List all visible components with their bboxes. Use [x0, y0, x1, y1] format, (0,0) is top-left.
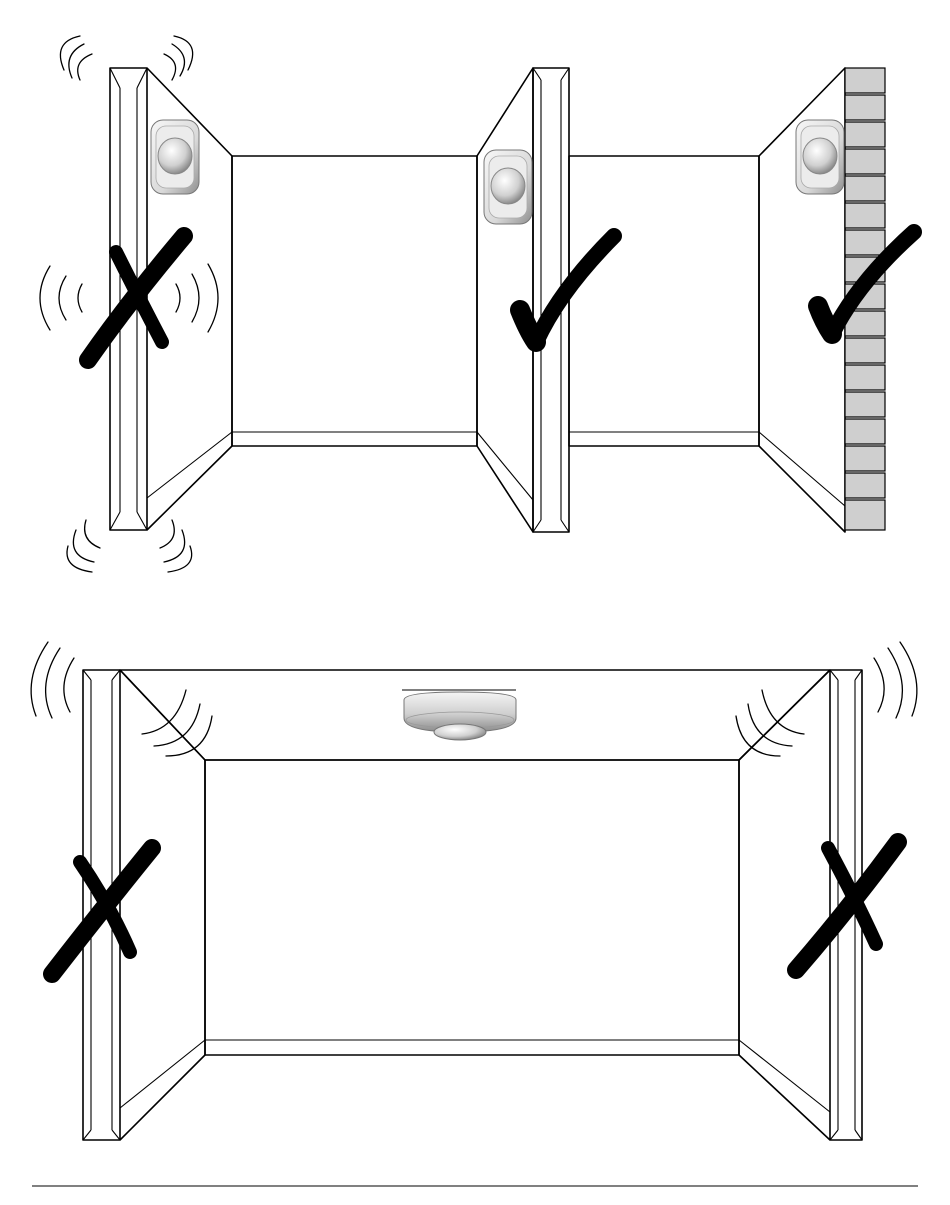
cross-mark-icon — [52, 848, 152, 974]
back-wall — [205, 760, 739, 1055]
cross-mark-icon — [88, 236, 184, 360]
check-mark-icon — [520, 236, 614, 342]
cross-mark-icon — [796, 842, 898, 970]
bottom-scene — [31, 642, 917, 1140]
ceiling-sensor-icon — [402, 690, 516, 740]
pir-sensor-icon — [796, 120, 844, 194]
pir-sensor-icon — [151, 120, 199, 194]
top-scene — [40, 36, 914, 572]
pir-sensor-icon — [484, 150, 532, 224]
